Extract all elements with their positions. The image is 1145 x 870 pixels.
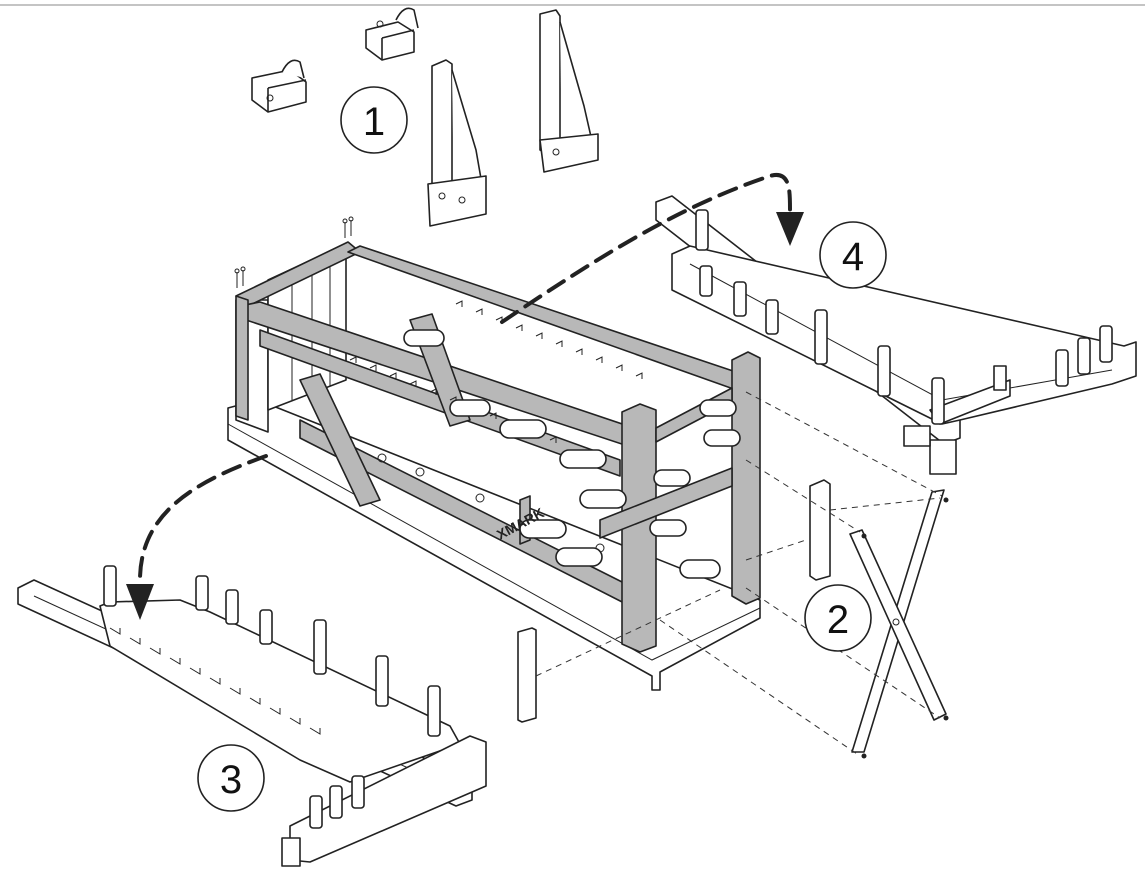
main-frame: XMARK: [227, 216, 761, 691]
frame-pegs: [403, 329, 741, 579]
svg-text:4: 4: [842, 235, 864, 279]
parts-group-1: [251, 7, 599, 227]
callout-3: 3: [197, 744, 265, 812]
front-upright-left: [621, 403, 657, 653]
svg-text:2: 2: [827, 598, 849, 642]
bracket-left: [251, 59, 307, 113]
svg-text:1: 1: [363, 100, 385, 144]
parts-group-3: [17, 565, 487, 867]
move-arrow-to-3: [126, 454, 268, 620]
callout-2: 2: [804, 584, 872, 652]
screws: [234, 216, 354, 288]
move-arrow-to-4: [500, 172, 804, 324]
brace-plate-right: [809, 479, 831, 581]
rail-4-pegs: [695, 209, 1113, 425]
alignment-guides: [535, 391, 943, 757]
svg-text:3: 3: [220, 758, 242, 802]
parts-group-4: [655, 195, 1137, 475]
cross-brace-b: [849, 529, 947, 721]
upright-left: [427, 59, 487, 227]
callout-4: 4: [819, 221, 887, 289]
callout-1: 1: [340, 86, 408, 154]
brace-plate-left: [517, 627, 537, 723]
front-upright-right: [731, 351, 761, 605]
upright-right: [539, 9, 599, 173]
bracket-top: [365, 7, 419, 61]
parts-group-2: [517, 479, 949, 759]
rail-3-pegs: [103, 565, 441, 829]
